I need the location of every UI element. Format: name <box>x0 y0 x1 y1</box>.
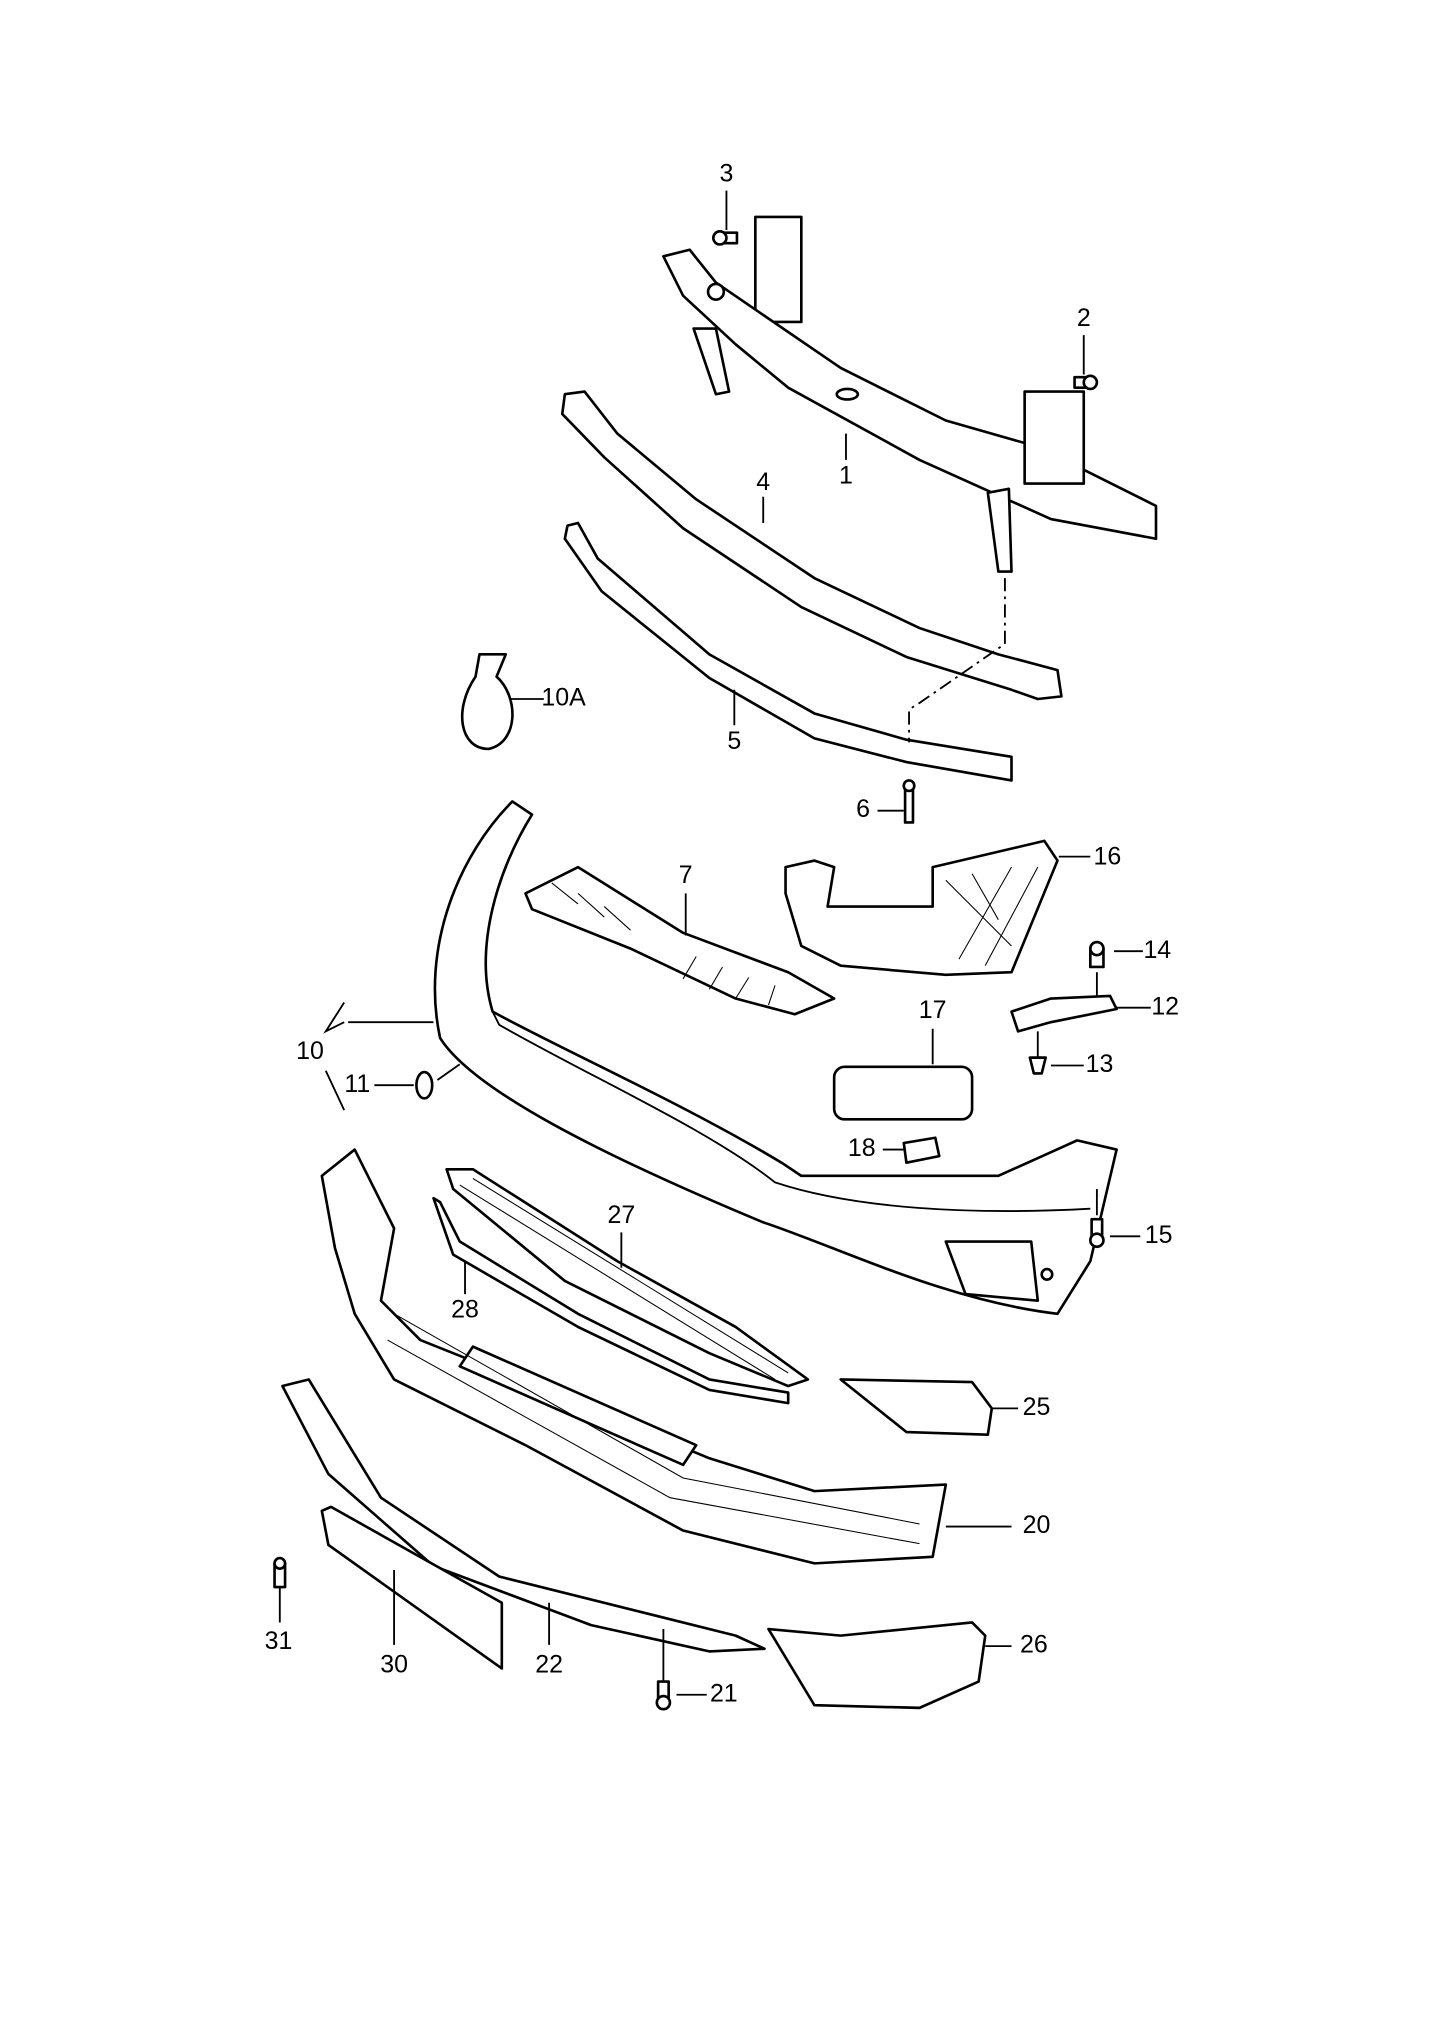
part-3-bolt <box>711 230 739 246</box>
part-10a-bag <box>461 653 514 751</box>
part-10-bumper-cover <box>433 800 1118 1316</box>
callout-14: 14 <box>1143 936 1171 964</box>
part-1-crossmember <box>662 215 1158 573</box>
callout-27: 27 <box>607 1201 635 1229</box>
callout-12: 12 <box>1151 992 1179 1020</box>
part-22-spoiler-lip <box>281 1378 766 1653</box>
callout-15: 15 <box>1145 1221 1173 1249</box>
part-30-plate-holder <box>320 1505 504 1670</box>
part-6-screw <box>902 779 916 824</box>
part-28-strip <box>432 1196 790 1405</box>
part-20-lower-grille <box>320 1148 948 1565</box>
callout-28: 28 <box>451 1296 479 1324</box>
part-27-grille <box>445 1167 810 1388</box>
leader-lines <box>278 190 1151 1696</box>
part-14-clip <box>1089 940 1105 969</box>
part-15-screw <box>1089 1217 1105 1249</box>
callout-2: 2 <box>1077 304 1091 332</box>
callout-5: 5 <box>727 727 741 755</box>
part-17-bracket <box>832 1065 974 1121</box>
callout-18: 18 <box>848 1134 876 1162</box>
callout-26: 26 <box>1020 1631 1048 1659</box>
part-16-bracket <box>784 839 1059 977</box>
part-26-trim <box>767 1621 987 1710</box>
callout-10: 10 <box>296 1037 324 1065</box>
callout-16: 16 <box>1094 843 1122 871</box>
callout-6: 6 <box>856 795 870 823</box>
part-21-screw <box>655 1680 672 1711</box>
callout-30: 30 <box>380 1650 408 1678</box>
callout-11: 11 <box>344 1070 370 1098</box>
brace-10 <box>323 1001 434 1111</box>
callout-1: 1 <box>839 462 853 490</box>
callout-25: 25 <box>1023 1393 1051 1421</box>
callout-21: 21 <box>710 1679 738 1707</box>
callout-13: 13 <box>1086 1050 1114 1078</box>
part-5-strip <box>563 521 1013 782</box>
part-18-cap <box>902 1136 941 1165</box>
callout-4: 4 <box>756 468 770 496</box>
callout-10a: 10A <box>541 684 586 712</box>
part-4-absorber <box>560 390 1063 701</box>
part-7-air-guide <box>524 865 836 1016</box>
part-25-insert <box>839 1378 994 1436</box>
callout-3: 3 <box>720 159 734 187</box>
callout-17: 17 <box>919 996 947 1024</box>
callout-22: 22 <box>535 1650 563 1678</box>
part-13-nut <box>1028 1056 1047 1075</box>
part-31-rivet <box>273 1556 287 1589</box>
part-2-bolt <box>1073 374 1099 391</box>
callout-31: 31 <box>265 1627 293 1655</box>
callout-20: 20 <box>1023 1511 1051 1539</box>
part-11-cap <box>415 1070 434 1100</box>
callout-7: 7 <box>679 861 693 889</box>
leader-dashed <box>908 578 1006 743</box>
part-12-bracket <box>1010 994 1118 1033</box>
